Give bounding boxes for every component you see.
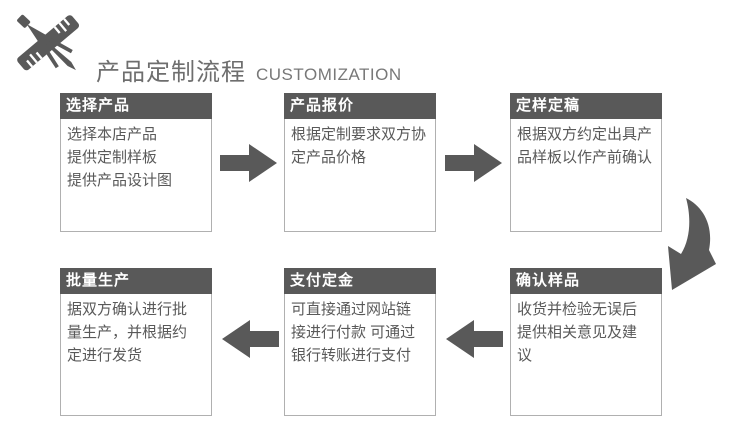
arrow-left-icon — [222, 320, 279, 358]
page-title-chinese: 产品定制流程 — [96, 59, 246, 86]
step-box-confirm-sample: 确认样品 收货并检验无误后 提供相关意见及建 议 — [510, 268, 662, 416]
drafting-tools-icon — [8, 4, 88, 84]
arrow-right-icon — [445, 144, 502, 182]
step-title: 选择产品 — [60, 93, 212, 119]
step-description: 根据定制要求双方协 定产品价格 — [291, 126, 427, 166]
step-title: 批量生产 — [60, 268, 212, 294]
step-description: 选择本店产品 提供定制样板 提供产品设计图 — [67, 126, 173, 189]
step-description: 据双方确认进行批 量生产，并根据约 定进行发货 — [67, 301, 188, 364]
step-title: 支付定金 — [284, 268, 436, 294]
arrow-right-icon — [220, 144, 277, 182]
curved-arrow-down-icon — [664, 196, 720, 296]
page-title: 产品定制流程 CUSTOMIZATION — [96, 52, 402, 87]
step-description: 根据双方约定出具产 品样板以作产前确认 — [517, 126, 653, 166]
step-box-sample-finalize: 定样定稿 根据双方约定出具产 品样板以作产前确认 — [510, 93, 662, 232]
step-box-mass-production: 批量生产 据双方确认进行批 量生产，并根据约 定进行发货 — [60, 268, 212, 416]
step-description: 收货并检验无误后 提供相关意见及建 议 — [517, 301, 638, 364]
step-title: 产品报价 — [284, 93, 436, 119]
step-title: 确认样品 — [510, 268, 662, 294]
page-title-english: CUSTOMIZATION — [256, 65, 402, 84]
arrow-left-icon — [446, 320, 503, 358]
step-description: 可直接通过网站链 接进行付款 可通过 银行转账进行支付 — [291, 301, 416, 364]
step-title: 定样定稿 — [510, 93, 662, 119]
step-box-product-quote: 产品报价 根据定制要求双方协 定产品价格 — [284, 93, 436, 232]
step-box-select-product: 选择产品 选择本店产品 提供定制样板 提供产品设计图 — [60, 93, 212, 232]
step-box-pay-deposit: 支付定金 可直接通过网站链 接进行付款 可通过 银行转账进行支付 — [284, 268, 436, 416]
